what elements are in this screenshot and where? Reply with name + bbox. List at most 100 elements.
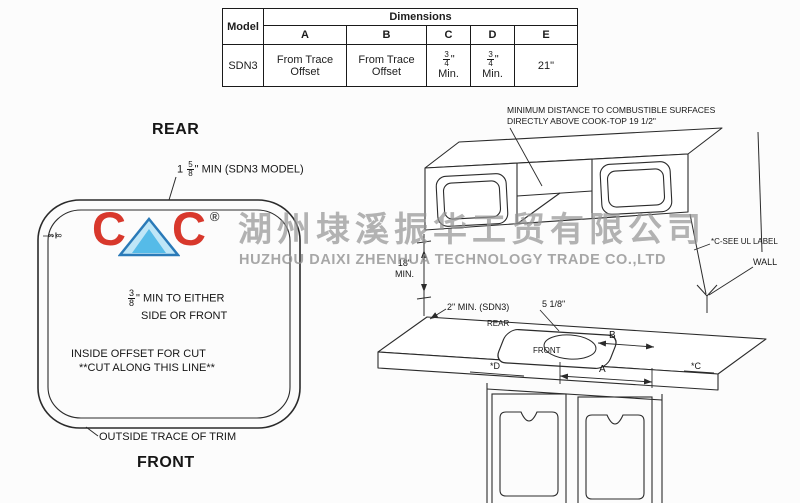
- dim-5-18-leader: [539, 309, 560, 332]
- wall-label: WALL: [753, 257, 778, 267]
- dim-c-line: [683, 370, 715, 374]
- dim-d-label: *D: [490, 361, 501, 371]
- cell-b-line2: Offset: [371, 65, 402, 78]
- cabinet-diagonal-line: [516, 192, 561, 225]
- top-note-suffix: " MIN (SDN3 MODEL): [194, 163, 304, 176]
- logo-letter-c1: C: [92, 202, 126, 255]
- side-note-line2: SIDE OR FRONT: [141, 310, 228, 322]
- upper-leaders: [509, 127, 711, 251]
- burner-bowl-hole: [543, 334, 597, 360]
- dimensions-header: Dimensions: [263, 8, 578, 26]
- cell-e: 21": [514, 44, 578, 87]
- wall-break-symbol: [696, 284, 718, 313]
- company-name-en: HUZHOU DAIXI ZHENHUA TECHNOLOGY TRADE CO…: [239, 252, 667, 268]
- wall-corner-line: [689, 213, 707, 295]
- cell-a: From Trace Offset: [263, 44, 347, 87]
- counter-rear-label: REAR: [487, 319, 510, 328]
- cell-a-line1: From Trace: [276, 53, 334, 66]
- dim-a-label: A: [599, 364, 606, 375]
- min-distance-line1: MINIMUM DISTANCE TO COMBUSTIBLE SURFACES: [507, 105, 716, 115]
- right-door-outer: [599, 161, 673, 215]
- cabinet-shelf-line: [516, 190, 593, 197]
- outside-trace-leader: [85, 426, 99, 437]
- min-distance-line2: DIRECTLY ABOVE COOK-TOP 19 1/2": [507, 116, 656, 126]
- dim-d-line: [469, 371, 525, 377]
- dim-b-line: [597, 340, 655, 350]
- cell-model: SDN3: [222, 44, 264, 87]
- cell-b-line1: From Trace: [358, 53, 415, 66]
- top-note-leader: [168, 176, 177, 201]
- col-header-a: A: [263, 25, 347, 45]
- model-header: Model: [222, 8, 264, 45]
- dim-5-18-label: 5 1/8": [542, 299, 566, 309]
- outside-trace-note: OUTSIDE TRACE OF TRIM: [99, 431, 237, 443]
- dim-2min-leader: [429, 308, 447, 320]
- min-distance-leader: [509, 127, 543, 187]
- company-name-cn: 湖州埭溪振华工贸有限公司: [238, 211, 706, 249]
- left-drawer-inner: [499, 411, 559, 497]
- wall-edge-line: [757, 131, 763, 253]
- cutout-template-shape: [37, 176, 301, 437]
- col-header-b: B: [346, 25, 427, 45]
- right-drawer-inner: [585, 414, 645, 500]
- rear-label: REAR: [152, 121, 200, 138]
- lower-cabinet: [486, 383, 663, 503]
- upper-cabinet: [424, 127, 723, 231]
- cabinet-door-panels: [435, 161, 673, 227]
- inside-offset-line: [47, 209, 291, 419]
- cell-c-min: Min.: [438, 68, 459, 80]
- right-drawer-outer: [577, 396, 653, 503]
- col-header-c: C: [426, 25, 471, 45]
- col-header-d: D: [470, 25, 515, 45]
- cell-d-unit: ": [494, 53, 499, 66]
- front-label: FRONT: [137, 454, 195, 471]
- ul-label-note: *C-SEE UL LABEL: [711, 237, 778, 246]
- lower-cabinet-top-edge: [486, 388, 663, 401]
- wall-lines: [689, 131, 763, 313]
- registered-mark: ®: [209, 209, 220, 224]
- col-header-e: E: [514, 25, 578, 45]
- left-drawer-outer: [491, 393, 567, 503]
- dim-18-label: 18" MIN.: [395, 258, 414, 280]
- dim-a-line: [559, 373, 653, 385]
- cell-a-line2: Offset: [290, 65, 320, 78]
- dim-b-label: B: [609, 330, 616, 341]
- ul-label-leader: [693, 243, 711, 251]
- dim-18-value: 18": [397, 258, 412, 268]
- dim-2min-label: 2" MIN. (SDN3): [447, 302, 510, 312]
- logo-triangle-icon: [117, 217, 181, 262]
- cell-c-unit: ": [450, 53, 455, 66]
- top-note-prefix: 1: [177, 163, 184, 176]
- right-door-inner: [606, 168, 666, 208]
- cell-d-min: Min.: [482, 68, 503, 80]
- dim-18-tick-bottom: [416, 296, 432, 300]
- dim-c-label: *C: [691, 361, 702, 371]
- cell-b: From Trace Offset: [346, 44, 427, 87]
- logo-letter-c2: C: [171, 202, 206, 255]
- dim-18-tick-top: [416, 240, 432, 244]
- inside-offset-note-line2: **CUT ALONG THIS LINE**: [79, 362, 215, 374]
- dimensions-table: Model Dimensions A B C D E SDN3 From Tra…: [222, 8, 578, 87]
- cooktop-cutout: [497, 329, 617, 369]
- min-distance-note: MINIMUM DISTANCE TO COMBUSTIBLE SURFACES…: [507, 105, 715, 127]
- company-logo: C C ®: [92, 202, 220, 262]
- left-door-outer: [435, 173, 509, 227]
- inside-offset-note-line1: INSIDE OFFSET FOR CUT: [71, 348, 206, 360]
- dim-18-lines: [416, 234, 432, 316]
- counter-dimensions: [429, 308, 715, 388]
- side-note-line1: " MIN TO EITHER: [136, 292, 225, 305]
- left-door-inner: [442, 180, 502, 220]
- dim-18-min: MIN.: [395, 269, 414, 279]
